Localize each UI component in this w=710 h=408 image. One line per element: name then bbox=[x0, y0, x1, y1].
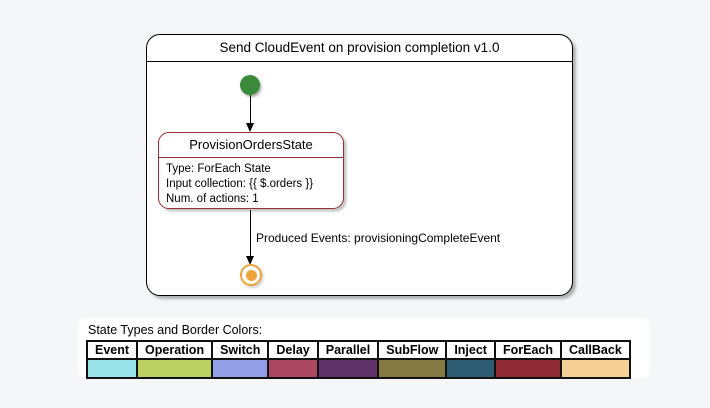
end-node-icon bbox=[240, 264, 262, 286]
state-name: ProvisionOrdersState bbox=[159, 133, 343, 158]
transition-produced-events-label: Produced Events: provisioningCompleteEve… bbox=[256, 231, 501, 245]
legend-label-callback: CallBack bbox=[559, 340, 631, 360]
workflow-title: Send CloudEvent on provision completion … bbox=[147, 35, 572, 62]
legend-swatch-delay bbox=[267, 358, 319, 379]
legend-label-operation: Operation bbox=[136, 340, 214, 360]
legend-label-switch: Switch bbox=[211, 340, 270, 360]
legend-swatch-row bbox=[85, 358, 631, 379]
arrowhead-icon bbox=[245, 123, 254, 132]
workflow-diagram-card: Send CloudEvent on provision completion … bbox=[146, 34, 573, 296]
legend-label-inject: Inject bbox=[445, 340, 496, 360]
state-detail-input-collection: Input collection: {{ $.orders }} bbox=[166, 178, 314, 191]
workflow-canvas: ProvisionOrdersState Type: ForEach State… bbox=[147, 62, 572, 295]
legend-swatch-event bbox=[85, 358, 139, 379]
legend-swatch-operation bbox=[136, 358, 214, 379]
legend-label-row: Event Operation Switch Delay Parallel Su… bbox=[85, 340, 631, 360]
arrow-state-to-end bbox=[249, 210, 251, 256]
state-detail-num-actions: Num. of actions: 1 bbox=[166, 193, 259, 206]
legend-swatch-callback bbox=[559, 358, 631, 379]
legend-title: State Types and Border Colors: bbox=[88, 323, 263, 337]
legend-label-delay: Delay bbox=[267, 340, 319, 360]
state-details: Type: ForEach State Input collection: {{… bbox=[159, 158, 343, 208]
legend-swatch-parallel bbox=[316, 358, 380, 379]
legend-table: Event Operation Switch Delay Parallel Su… bbox=[85, 340, 631, 379]
legend-swatch-switch bbox=[211, 358, 270, 379]
arrow-start-to-state bbox=[249, 95, 251, 123]
arrowhead-icon bbox=[245, 256, 254, 265]
legend-swatch-subflow bbox=[377, 358, 448, 379]
legend-label-foreach: ForEach bbox=[493, 340, 562, 360]
state-node-provision-orders: ProvisionOrdersState Type: ForEach State… bbox=[158, 132, 344, 209]
legend-swatch-inject bbox=[445, 358, 496, 379]
legend-label-subflow: SubFlow bbox=[377, 340, 448, 360]
legend: State Types and Border Colors: Event Ope… bbox=[78, 318, 650, 379]
legend-label-parallel: Parallel bbox=[316, 340, 380, 360]
end-node-dot bbox=[245, 269, 257, 281]
legend-label-event: Event bbox=[85, 340, 139, 360]
legend-swatch-foreach bbox=[493, 358, 562, 379]
start-node-icon bbox=[240, 75, 260, 95]
state-detail-type: Type: ForEach State bbox=[166, 163, 271, 175]
